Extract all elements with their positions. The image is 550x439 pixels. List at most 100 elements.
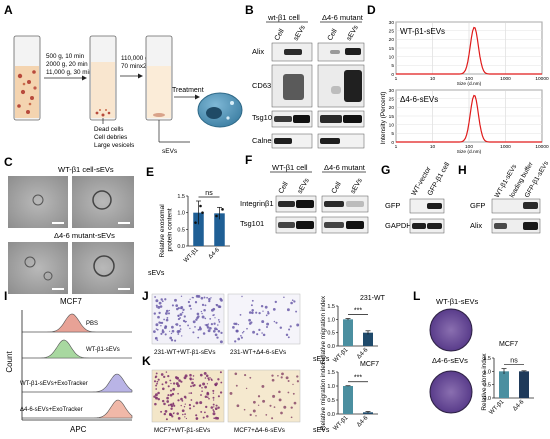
y-tick-label: 20 <box>389 37 395 43</box>
stained-cell <box>252 409 256 413</box>
blot-g-lane-2: GFP-β1 cell <box>427 161 452 197</box>
marker-alix-h: Alix <box>470 221 482 230</box>
stained-cell <box>267 312 270 315</box>
transwell-images-j <box>151 293 301 345</box>
stained-cell <box>163 375 166 379</box>
stained-cell <box>168 330 171 332</box>
stained-cell <box>250 321 253 324</box>
stained-cell <box>290 406 293 409</box>
stained-cell <box>156 382 158 385</box>
stained-cell <box>290 301 293 305</box>
stained-cell <box>160 410 163 413</box>
stained-cell <box>195 414 198 417</box>
stained-cell <box>215 304 219 307</box>
stained-cell <box>185 417 187 420</box>
stained-cell <box>175 323 177 325</box>
e-axis-group: sEVs <box>148 270 165 277</box>
blot-f-lane-1: Cell <box>278 181 290 195</box>
histogram-2 <box>22 339 132 359</box>
marker-gfp-h: GFP <box>470 201 485 210</box>
stained-cell <box>274 300 277 304</box>
stained-cell <box>217 378 220 381</box>
flow-ylabel: Count <box>5 351 14 373</box>
stained-cell <box>177 314 180 317</box>
e-ylabel-line-1: Relative exosomal <box>159 204 166 258</box>
x-tick-label: 10000 <box>535 76 549 82</box>
stained-cell <box>248 311 252 314</box>
stained-cell <box>273 406 276 408</box>
stained-cell <box>179 328 182 330</box>
stained-cell <box>160 298 163 301</box>
panel-letter-h: H <box>458 163 467 177</box>
sevs-label: sEVs <box>162 148 178 155</box>
stained-cell <box>201 312 203 315</box>
panel-k: K MCF7+WT-β1-sEVs MCF7+Δ4-6-sEVs MCF7 Re… <box>142 354 379 434</box>
stained-cell <box>167 312 171 315</box>
stained-cell <box>153 330 156 333</box>
stained-cell <box>212 314 215 317</box>
bar-2 <box>363 332 373 346</box>
stained-cell <box>195 318 198 321</box>
stained-cell <box>277 374 279 377</box>
stained-cell <box>285 333 289 337</box>
stained-cell <box>177 399 180 402</box>
stained-cell <box>176 330 180 334</box>
stained-cell <box>293 401 297 405</box>
stained-cell <box>184 374 188 378</box>
stained-cell <box>197 315 200 318</box>
stained-cell <box>236 404 240 408</box>
stained-cell <box>217 305 221 308</box>
stained-cell <box>155 328 158 330</box>
stained-cell <box>164 410 168 413</box>
stained-cell <box>290 416 293 419</box>
stained-cell <box>154 402 157 406</box>
stained-cell <box>166 400 170 403</box>
stained-cell <box>229 391 233 395</box>
stained-cell <box>203 371 207 375</box>
stained-cell <box>214 317 216 319</box>
stained-cell <box>179 324 181 327</box>
stained-cell <box>207 323 210 325</box>
stained-cell <box>167 394 170 397</box>
stained-cell <box>280 376 283 379</box>
category-label-1: WT-β1 <box>333 415 350 432</box>
stained-cell <box>157 315 160 319</box>
stained-cell <box>212 403 215 406</box>
stained-cell <box>235 329 239 333</box>
stained-cell <box>204 304 207 307</box>
stained-cell <box>169 389 173 392</box>
stained-cell <box>183 395 187 399</box>
stained-cell <box>200 410 203 413</box>
tube-initial <box>13 35 41 121</box>
category-label-1: WT-β1 <box>333 347 350 364</box>
stained-cell <box>209 326 212 330</box>
stained-cell <box>220 381 223 384</box>
x-tick-label: 1 <box>395 144 398 150</box>
stained-cell <box>168 309 170 312</box>
stained-cell <box>170 332 173 335</box>
stained-cell <box>212 329 216 333</box>
stained-cell <box>167 385 170 388</box>
blot-f-lane-4: sEVs <box>350 177 364 195</box>
j-chart-title: 231-WT <box>360 295 386 302</box>
stained-cell <box>196 312 200 316</box>
stained-cell <box>172 403 175 406</box>
stained-cell <box>240 336 243 339</box>
tem-label-mutant: Δ4-6 mutant-sEVs <box>54 231 115 240</box>
stained-cell <box>272 308 276 311</box>
stained-cell <box>204 324 206 326</box>
stained-cell <box>199 401 203 405</box>
k-caption-mutant: MCF7+Δ4-6-sEVs <box>234 427 285 434</box>
stained-cell <box>207 378 210 381</box>
spin-step-3: 11,000 g, 30 min <box>46 69 93 76</box>
svg-text:Relative exosomal protei: Relative exosomal protein content <box>159 203 174 258</box>
stained-cell <box>181 311 184 314</box>
stained-cell <box>203 411 206 414</box>
stained-cell <box>204 377 207 379</box>
stained-cell <box>190 392 193 395</box>
x-tick-label: 1000 <box>500 76 511 82</box>
stained-cell <box>261 320 265 324</box>
stained-cell <box>184 320 187 323</box>
category-label-2: Δ4-6 <box>512 399 526 413</box>
tem-label-wt: WT-β1 cell-sEVs <box>58 165 114 174</box>
